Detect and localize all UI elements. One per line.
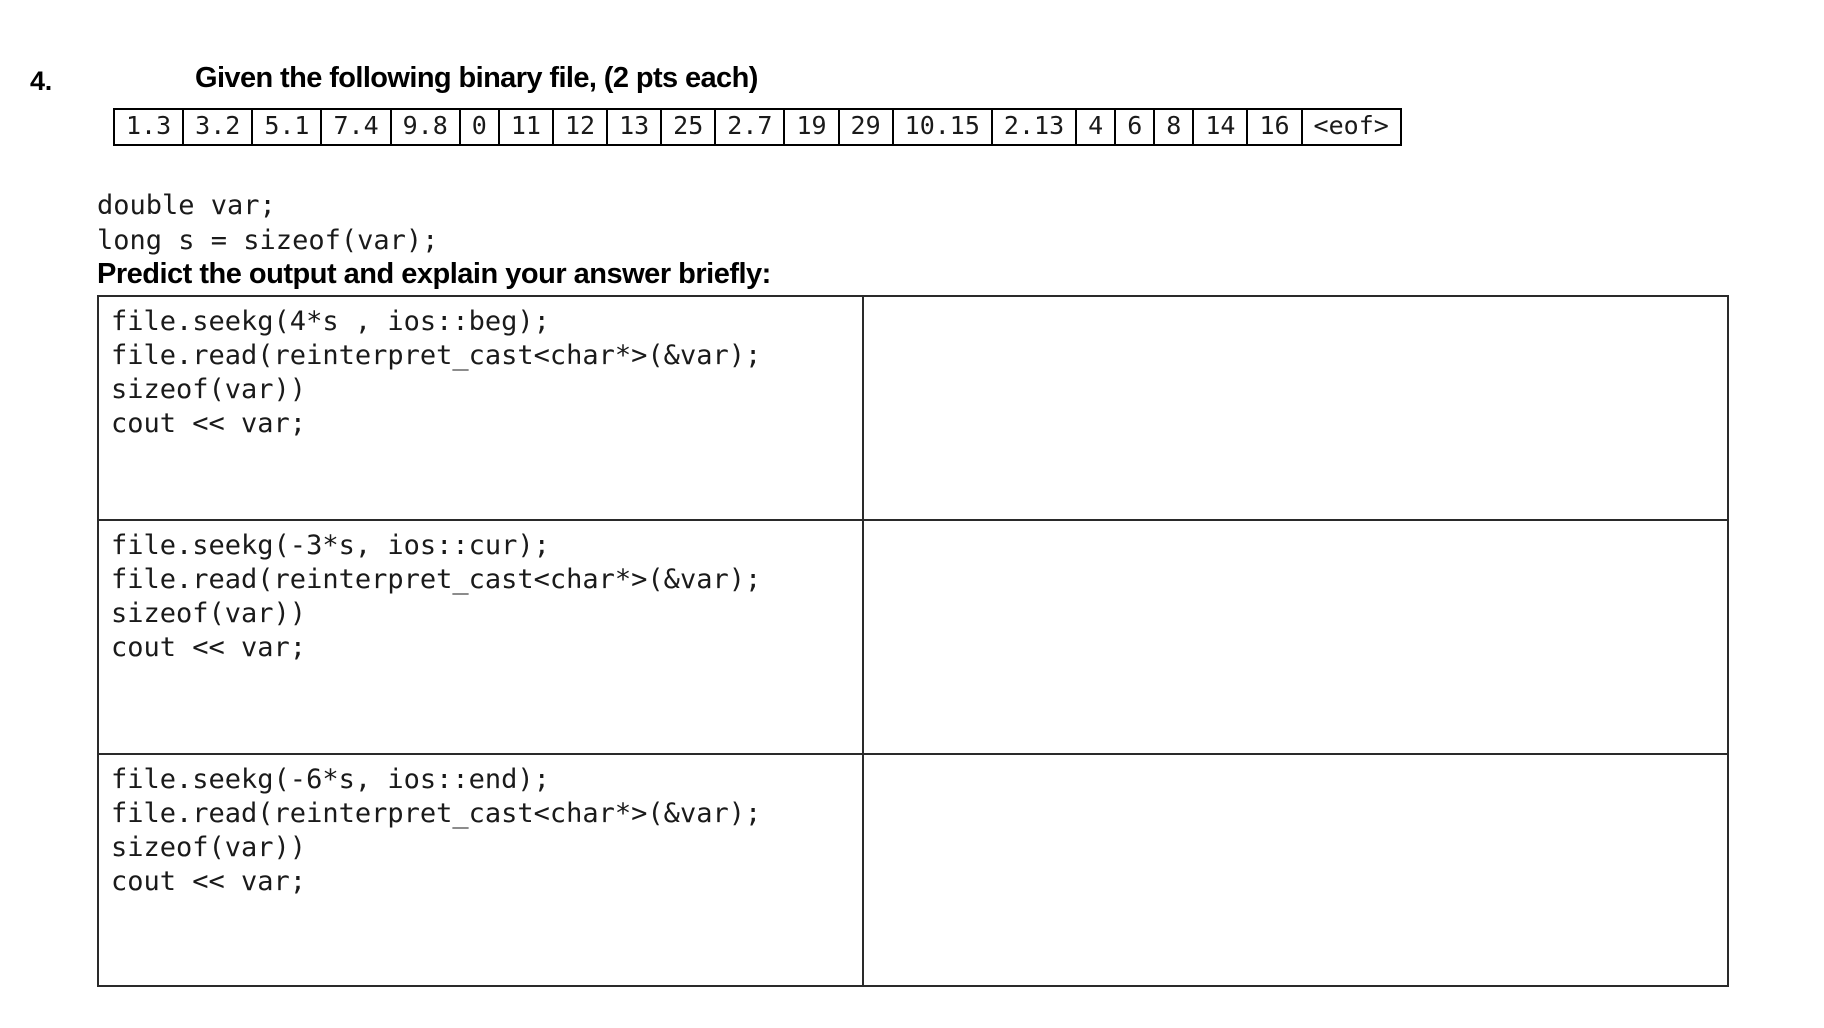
answer-table: file.seekg(4*s , ios::beg); file.read(re…: [96, 295, 1729, 987]
code-line: cout << var;: [111, 408, 307, 439]
binary-file-cell: 4: [1075, 108, 1117, 146]
question-number: 4.: [30, 66, 52, 96]
binary-file-cell: 2.7: [714, 108, 786, 146]
code-line: file.read(reinterpret_cast<char*>(&var);: [111, 564, 762, 595]
binary-file-cell: 3.2: [182, 108, 254, 146]
code-line: file.read(reinterpret_cast<char*>(&var);: [111, 340, 762, 371]
binary-file-cell: 29: [837, 108, 894, 146]
code-line: cout << var;: [111, 866, 307, 897]
answer-cell-3[interactable]: [862, 753, 1729, 987]
predict-prompt: Predict the output and explain your answ…: [97, 258, 771, 290]
binary-file-cell-eof: <eof>: [1300, 108, 1402, 146]
binary-file-cell: 12: [551, 108, 609, 146]
binary-file-table: 1.3 3.2 5.1 7.4 9.8 0 11 12 13 25 2.7 19…: [112, 108, 1402, 146]
code-line: sizeof(var)): [111, 374, 307, 405]
binary-file-cell: 16: [1246, 108, 1303, 146]
declaration-line-2: long s = sizeof(var);: [97, 225, 439, 256]
binary-file-cell: 1.3: [112, 108, 185, 146]
code-line: file.seekg(4*s , ios::beg);: [111, 306, 550, 337]
table-row: file.seekg(4*s , ios::beg); file.read(re…: [96, 295, 1729, 521]
binary-file-cell: 5.1: [251, 108, 323, 146]
binary-file-cell: 11: [497, 108, 554, 146]
declaration-line-1: double var;: [97, 190, 276, 221]
binary-file-cell: 13: [606, 108, 663, 146]
binary-file-cell: 0: [458, 108, 500, 146]
binary-file-cell: 9.8: [389, 108, 461, 146]
binary-file-cell: 25: [660, 108, 717, 146]
binary-file-row: 1.3 3.2 5.1 7.4 9.8 0 11 12 13 25 2.7 19…: [112, 108, 1402, 146]
code-line: sizeof(var)): [111, 832, 307, 863]
code-cell-2: file.seekg(-3*s, ios::cur); file.read(re…: [96, 519, 865, 755]
binary-file-cell: 14: [1192, 108, 1249, 146]
binary-file-cell: 8: [1153, 108, 1195, 146]
code-line: sizeof(var)): [111, 598, 307, 629]
binary-file-cell: 19: [783, 108, 840, 146]
table-row: file.seekg(-3*s, ios::cur); file.read(re…: [96, 519, 1729, 755]
binary-file-cell: 10.15: [891, 108, 993, 146]
code-line: cout << var;: [111, 632, 307, 663]
question-heading: Given the following binary file, (2 pts …: [195, 62, 758, 94]
answer-cell-2[interactable]: [862, 519, 1729, 755]
table-row: file.seekg(-6*s, ios::end); file.read(re…: [96, 753, 1729, 987]
code-line: file.seekg(-3*s, ios::cur);: [111, 530, 550, 561]
code-line: file.seekg(-6*s, ios::end);: [111, 764, 550, 795]
binary-file-cell: 2.13: [990, 108, 1078, 146]
binary-file-cell: 6: [1114, 108, 1156, 146]
answer-cell-1[interactable]: [862, 295, 1729, 521]
code-line: file.read(reinterpret_cast<char*>(&var);: [111, 798, 762, 829]
code-cell-3: file.seekg(-6*s, ios::end); file.read(re…: [96, 753, 865, 987]
binary-file-cell: 7.4: [320, 108, 392, 146]
code-cell-1: file.seekg(4*s , ios::beg); file.read(re…: [96, 295, 865, 521]
